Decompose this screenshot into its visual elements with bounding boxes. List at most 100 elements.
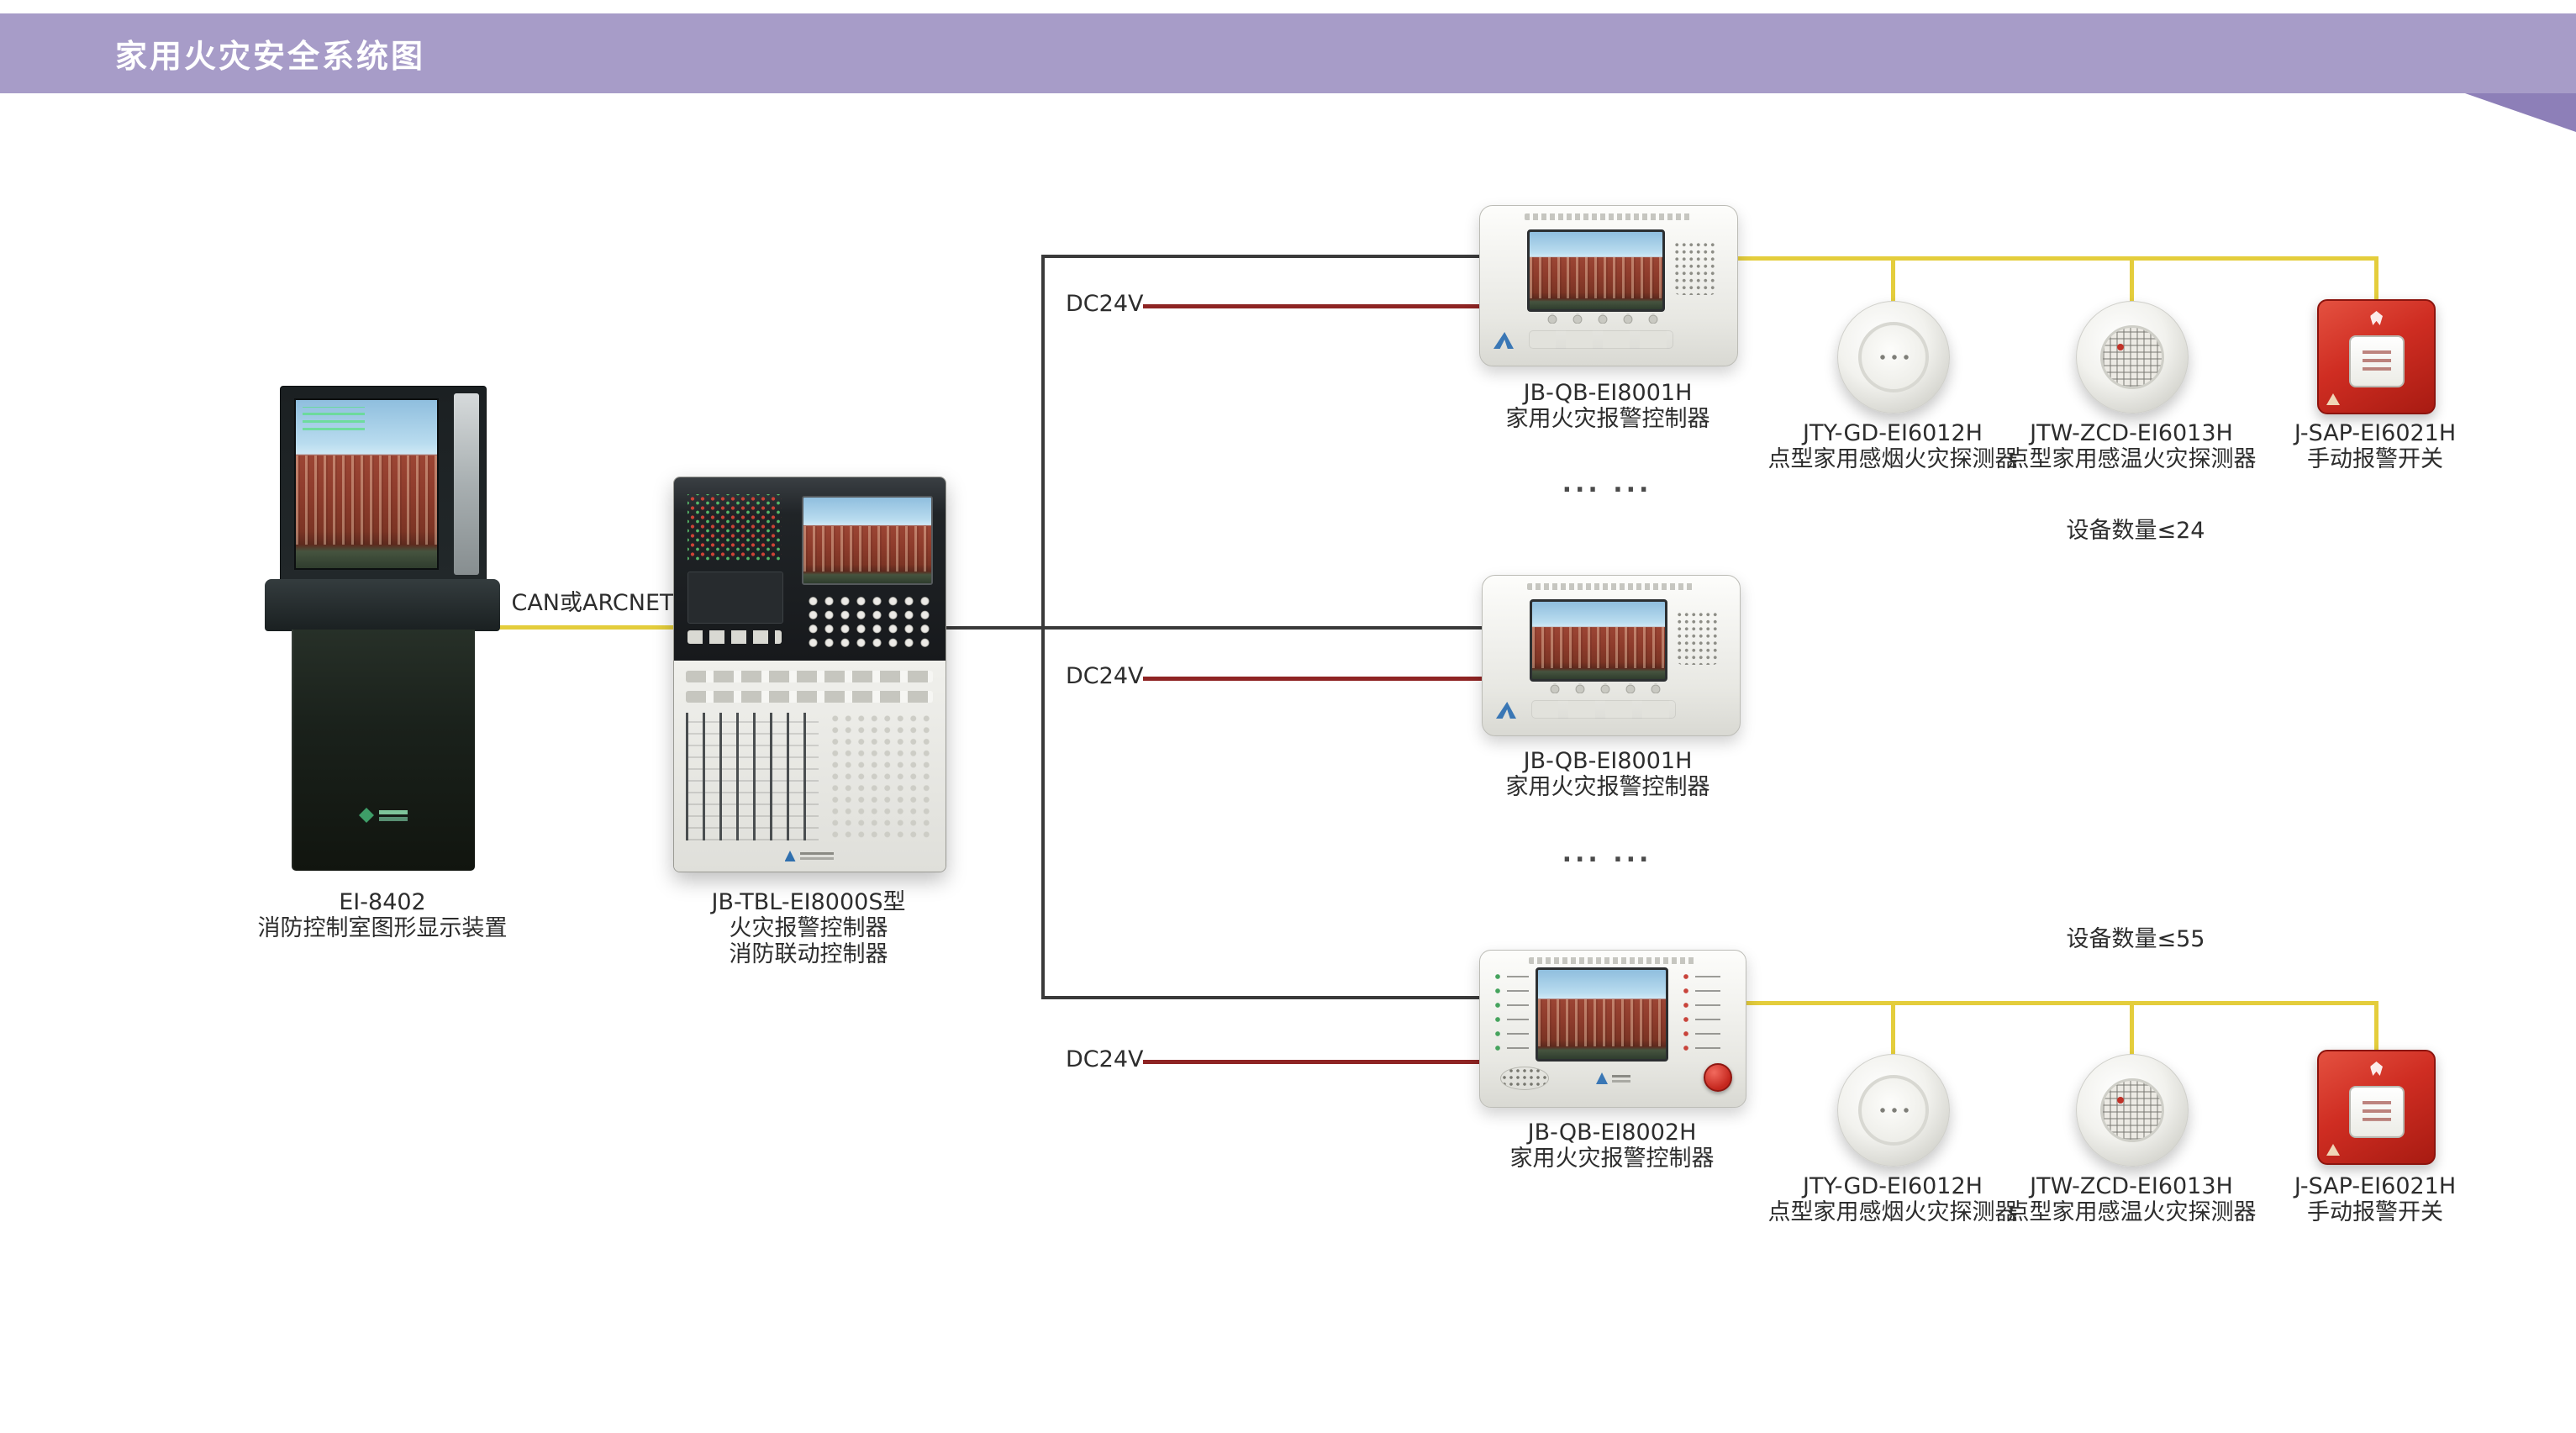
brand-logo-icon (1596, 1072, 1631, 1087)
manual-switch-bottom-name: 手动报警开关 (2307, 1199, 2443, 1225)
wire-dc24v-top (1143, 304, 1481, 308)
dc24v-label-top: DC24V (1066, 291, 1144, 317)
panel-button-grid (829, 713, 933, 840)
wire-drop-bottom-smoke (1891, 1001, 1895, 1055)
device-qty-bottom-label: 设备数量≤55 (2066, 926, 2205, 952)
graphic-display-label: EI-8402 消防控制室图形显示装置 (231, 889, 534, 941)
home-controller-mid (1482, 575, 1741, 736)
brand-logo-icon (1493, 332, 1514, 349)
wire-trunk-out (943, 626, 1045, 630)
panel-upper-section (674, 477, 946, 662)
panel-led-grid (687, 494, 782, 561)
brand-logo-icon (785, 850, 835, 863)
wire-dc24v-bottom (1143, 1060, 1481, 1064)
home-controller-bottom-label: JB-QB-EI8002H 家用火灾报警控制器 (1461, 1120, 1763, 1172)
call-point-text-mark (2362, 350, 2391, 371)
alarm-button-icon (1704, 1063, 1732, 1092)
panel-button-row-2 (686, 691, 933, 703)
smoke-detector-bottom-model: JTY-GD-EI6012H (1803, 1173, 1983, 1199)
controller-screen (1530, 599, 1667, 682)
dc24v-label-mid: DC24V (1066, 663, 1144, 689)
panel-function-keys (687, 630, 782, 644)
controller-model-print (1525, 213, 1693, 220)
can-bus-label: CAN或ARCNET (511, 590, 674, 616)
heat-detector-bottom-model: JTW-ZCD-EI6013H (2030, 1173, 2233, 1199)
home-controller-top (1479, 205, 1738, 366)
header-bar: 家用火灾安全系统图 (0, 13, 2576, 93)
brand-logo-icon (1496, 702, 1516, 719)
home-controller-top-model: JB-QB-EI8001H (1523, 380, 1693, 406)
home-controller-top-name: 家用火灾报警控制器 (1505, 406, 1710, 432)
wire-branch-mid (1041, 626, 1483, 630)
heat-detector-bottom-label: JTW-ZCD-EI6013H 点型家用感温火灾探测器 (1946, 1173, 2316, 1225)
heat-detector-bottom (2076, 1054, 2189, 1167)
call-point-text-mark (2362, 1100, 2391, 1121)
brand-logo-icon (359, 807, 409, 825)
controller-model-print (1527, 583, 1695, 590)
heat-detector-top-label: JTW-ZCD-EI6013H 点型家用感温火灾探测器 (1946, 420, 2316, 472)
home-controller-mid-label: JB-QB-EI8001H 家用火灾报警控制器 (1457, 748, 1759, 800)
smoke-detector-top-label: JTY-GD-EI6012H 点型家用感烟火灾探测器 (1708, 420, 2078, 472)
device-qty-top-label: 设备数量≤24 (2066, 518, 2205, 544)
home-controller-mid-name: 家用火灾报警控制器 (1505, 774, 1710, 800)
call-point-logo-icon (2326, 393, 2340, 405)
wire-branch-bottom (1041, 996, 1481, 999)
heat-detector-bottom-name: 点型家用感温火灾探测器 (2006, 1199, 2257, 1225)
led-column-right (1682, 972, 1732, 1060)
corner-accent-shape (2465, 93, 2576, 132)
wire-drop-top-switch (2374, 256, 2378, 301)
speaker-grille-icon (1500, 1067, 1549, 1090)
led-column-left (1493, 972, 1532, 1060)
home-controller-bottom (1479, 950, 1746, 1108)
main-controller-model: JB-TBL-EI8000S型 (711, 889, 906, 915)
call-point-logo-icon (2326, 1144, 2340, 1156)
controller-screen (1527, 229, 1665, 312)
panel-lower-section (674, 661, 946, 872)
graphic-display-model: EI-8402 (339, 889, 426, 915)
main-controller-name2: 消防联动控制器 (729, 941, 888, 967)
home-controller-top-label: JB-QB-EI8001H 家用火灾报警控制器 (1457, 380, 1759, 432)
manual-switch-bottom-label: J-SAP-EI6021H 手动报警开关 (2241, 1173, 2510, 1225)
tower-side-panel (454, 393, 479, 575)
manual-call-point-bottom (2317, 1050, 2436, 1165)
panel-lcd-display (687, 572, 783, 624)
panel-keypad (802, 592, 930, 647)
controller-model-print (1529, 957, 1697, 964)
wire-loop-top-horizontal (1735, 256, 2378, 261)
main-control-panel (673, 477, 946, 872)
main-controller-label: JB-TBL-EI8000S型 火灾报警控制器 消防联动控制器 (657, 889, 960, 967)
panel-button-row-1 (686, 671, 933, 682)
manual-switch-bottom-model: J-SAP-EI6021H (2294, 1173, 2457, 1199)
home-controller-mid-model: JB-QB-EI8001H (1523, 748, 1693, 774)
wire-drop-top-smoke (1891, 256, 1895, 305)
heat-detector-top-name: 点型家用感温火灾探测器 (2006, 446, 2257, 472)
ellipsis-top: ... ... (1562, 469, 1652, 498)
tower-screen-hud (303, 407, 365, 430)
speaker-grille-icon (1673, 241, 1717, 295)
controller-screen (1536, 967, 1668, 1062)
main-controller-name1: 火灾报警控制器 (729, 915, 888, 941)
wire-branch-top (1041, 255, 1481, 258)
controller-button-row (1529, 330, 1673, 349)
wire-can-bus (493, 625, 674, 630)
graphic-display-name: 消防控制室图形显示装置 (257, 915, 508, 941)
smoke-detector-bottom (1837, 1054, 1950, 1167)
smoke-detector-top (1837, 301, 1950, 414)
wire-loop-bottom-horizontal (1743, 1001, 2378, 1005)
smoke-detector-top-model: JTY-GD-EI6012H (1803, 420, 1983, 446)
controller-button-row (1531, 700, 1676, 719)
smoke-detector-top-name: 点型家用感烟火灾探测器 (1767, 446, 2018, 472)
heat-detector-top (2076, 301, 2189, 414)
manual-call-point-top (2317, 299, 2436, 414)
ellipsis-bottom: ... ... (1562, 839, 1652, 868)
smoke-detector-bottom-name: 点型家用感烟火灾探测器 (1767, 1199, 2018, 1225)
panel-screen (802, 496, 933, 585)
manual-switch-top-model: J-SAP-EI6021H (2294, 420, 2457, 446)
controller-round-keys (1536, 313, 1662, 324)
manual-switch-top-name: 手动报警开关 (2307, 446, 2443, 472)
smoke-detector-bottom-label: JTY-GD-EI6012H 点型家用感烟火灾探测器 (1708, 1173, 2078, 1225)
home-controller-bottom-model: JB-QB-EI8002H (1527, 1120, 1697, 1146)
heat-detector-top-model: JTW-ZCD-EI6013H (2030, 420, 2233, 446)
speaker-grille-icon (1676, 611, 1720, 665)
